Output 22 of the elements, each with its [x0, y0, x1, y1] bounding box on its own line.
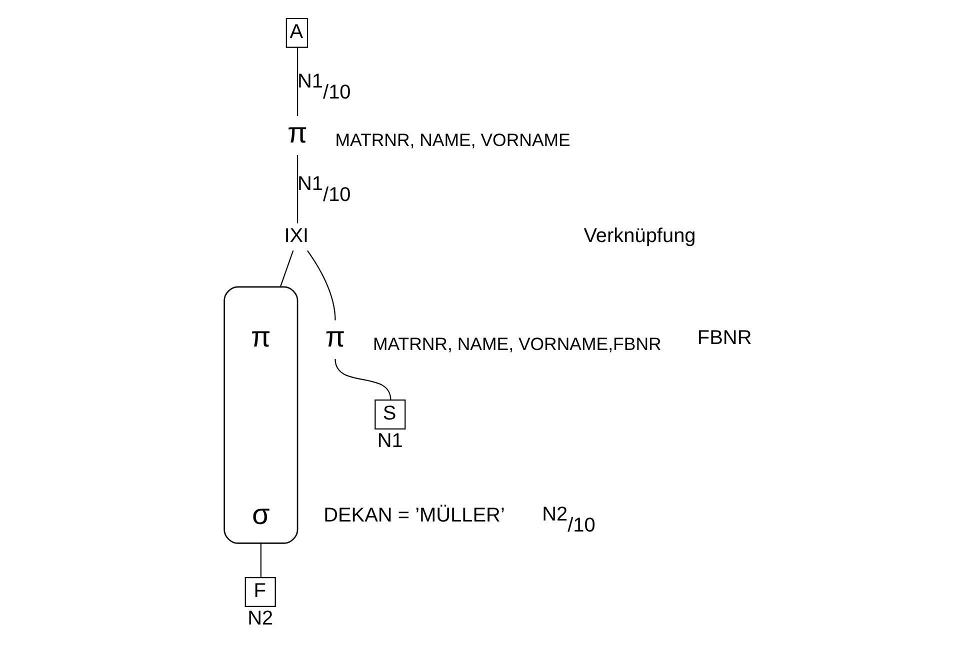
node-label: DEKAN = ’MÜLLER’ [323, 504, 504, 526]
node-box: F [244, 577, 276, 607]
node-text: π [287, 118, 307, 150]
node-label: N2 [247, 608, 273, 630]
connector [296, 154, 298, 224]
node-label: N1 [376, 430, 402, 452]
node-box: S [374, 400, 406, 430]
connector [260, 543, 261, 578]
node-text: σ [252, 499, 270, 532]
connector [306, 250, 336, 320]
label: Verknüpfung [583, 224, 696, 247]
node-text: π [250, 322, 270, 354]
node-label: MATRNR, NAME, VORNAME,FBNR [372, 334, 661, 354]
node-box: A [285, 18, 308, 48]
cluster [223, 286, 298, 544]
connector [334, 358, 391, 400]
node-text: π [324, 322, 345, 354]
connector [279, 250, 294, 288]
node-text: IXI [284, 224, 308, 247]
label: FBNR [696, 326, 752, 349]
connector [296, 47, 298, 116]
node-label: MATRNR, NAME, VORNAME [334, 130, 570, 150]
